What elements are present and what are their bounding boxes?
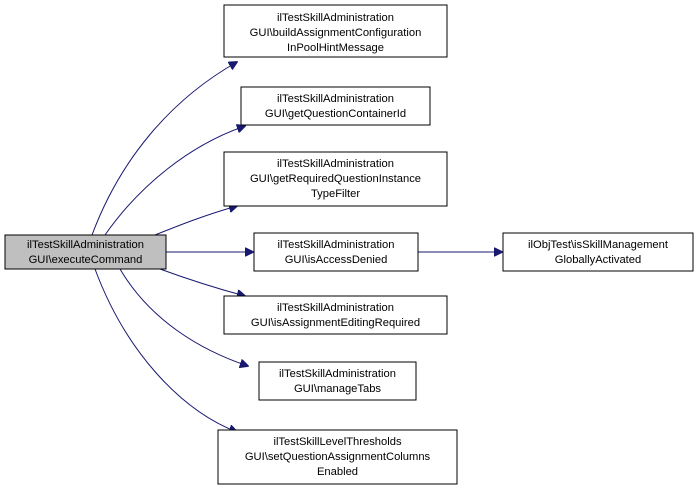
node-get-question-container[interactable]: ilTestSkillAdministration GUI\getQuestio… — [240, 86, 431, 126]
node-build-assignment-line-3: InPoolHintMessage — [287, 42, 384, 54]
node-build-assignment-line-2: GUI\buildAssignmentConfiguration — [250, 27, 422, 39]
node-manage-tabs-line-1: ilTestSkillAdministration — [279, 368, 396, 380]
node-set-question-columns-line-1: ilTestSkillLevelThresholds — [273, 436, 401, 448]
node-get-required-type-box — [223, 151, 448, 207]
node-root-line-1: ilTestSkillAdministration — [27, 239, 144, 251]
node-get-required-type-line-1: ilTestSkillAdministration — [277, 158, 394, 170]
node-get-question-container-line-1: ilTestSkillAdministration — [277, 93, 394, 105]
edge-to-is-assignment-editing — [159, 268, 245, 296]
edge-to-manage-tabs — [119, 268, 248, 366]
node-is-access-denied-line-2: GUI\isAccessDenied — [285, 254, 388, 266]
node-is-assignment-editing-box — [223, 295, 448, 335]
node-is-assignment-editing-line-1: ilTestSkillAdministration — [277, 302, 394, 314]
node-is-access-denied-line-1: ilTestSkillAdministration — [278, 239, 395, 251]
node-get-required-type-line-3: TypeFilter — [311, 188, 360, 200]
node-is-assignment-editing[interactable]: ilTestSkillAdministration GUI\isAssignme… — [223, 295, 448, 335]
node-manage-tabs[interactable]: ilTestSkillAdministration GUI\manageTabs — [258, 361, 417, 401]
node-is-assignment-editing-line-2: GUI\isAssignmentEditingRequired — [251, 317, 420, 329]
node-is-skill-mgmt-line-2: GloballyActivated — [555, 254, 641, 266]
node-set-question-columns-box — [217, 429, 458, 485]
node-set-question-columns[interactable]: ilTestSkillLevelThresholds GUI\setQuesti… — [217, 429, 458, 485]
node-get-required-type-line-2: GUI\getRequiredQuestionInstance — [250, 173, 421, 185]
node-is-skill-mgmt-line-1: ilObjTest\isSkillManagement — [528, 239, 669, 251]
edge-to-build-assignment — [91, 62, 237, 236]
node-is-access-denied[interactable]: ilTestSkillAdministration GUI\isAccessDe… — [253, 232, 419, 272]
node-build-assignment-line-1: ilTestSkillAdministration — [277, 12, 394, 24]
node-is-skill-mgmt-box — [502, 232, 694, 272]
node-root-box — [4, 234, 167, 270]
node-manage-tabs-box — [258, 361, 417, 401]
node-build-assignment[interactable]: ilTestSkillAdministration GUI\buildAssig… — [223, 4, 448, 58]
node-set-question-columns-line-3: Enabled — [317, 466, 358, 478]
node-manage-tabs-line-2: GUI\manageTabs — [294, 383, 381, 395]
node-is-skill-mgmt[interactable]: ilObjTest\isSkillManagement GloballyActi… — [502, 232, 694, 272]
node-get-required-type[interactable]: ilTestSkillAdministration GUI\getRequire… — [223, 151, 448, 207]
node-root[interactable]: ilTestSkillAdministration GUI\executeCom… — [4, 234, 167, 270]
edge-to-get-required-type — [154, 206, 237, 236]
edges — [91, 62, 502, 432]
node-build-assignment-box — [223, 4, 448, 58]
edge-to-set-question-columns — [94, 268, 237, 432]
node-is-access-denied-box — [253, 232, 419, 272]
node-set-question-columns-line-2: GUI\setQuestionAssignmentColumns — [245, 451, 431, 463]
node-root-line-2: GUI\executeCommand — [29, 254, 143, 266]
node-get-question-container-line-2: GUI\getQuestionContainerId — [265, 108, 406, 120]
node-get-question-container-box — [240, 86, 431, 126]
edge-to-get-question-container — [104, 126, 245, 236]
